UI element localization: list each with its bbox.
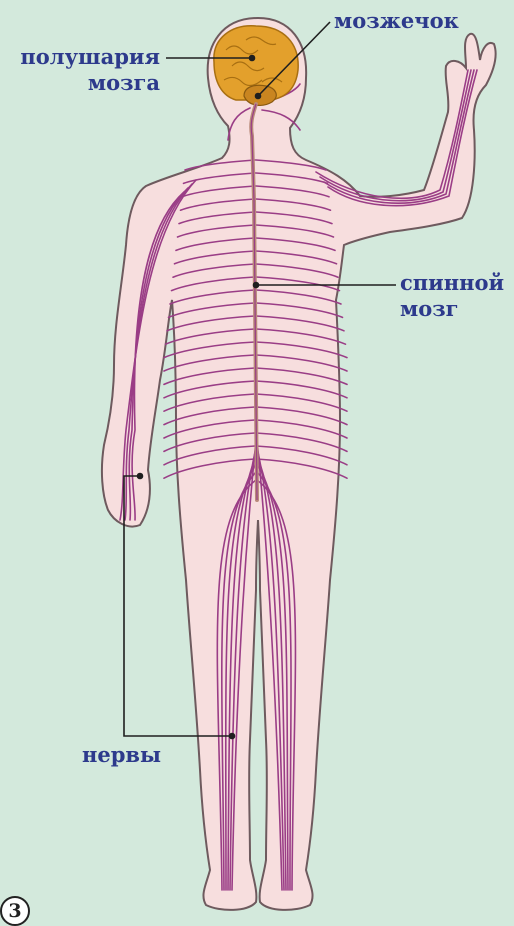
leader-dot-cerebellum [256, 94, 261, 99]
label-cerebellum: мозжечок [334, 8, 459, 34]
label-spinal-cord: спинной мозг [400, 270, 504, 322]
label-spinal-cord-line2: мозг [400, 296, 504, 322]
label-cerebellum-text: мозжечок [334, 8, 459, 34]
label-spinal-cord-line1: спинной [400, 270, 504, 296]
leader-dot-spinal-cord [254, 283, 259, 288]
leader-dot-hemispheres [250, 56, 255, 61]
label-nerves-text: нервы [82, 742, 161, 768]
label-hemispheres: полушария мозга [10, 44, 160, 96]
figure-number-badge: 3 [0, 896, 30, 926]
leader-dot-nerves-arm [138, 474, 143, 479]
label-hemispheres-line2: мозга [10, 70, 160, 96]
leader-dot-nerves-leg [230, 734, 235, 739]
label-nerves: нервы [82, 742, 161, 768]
label-hemispheres-line1: полушария [10, 44, 160, 70]
